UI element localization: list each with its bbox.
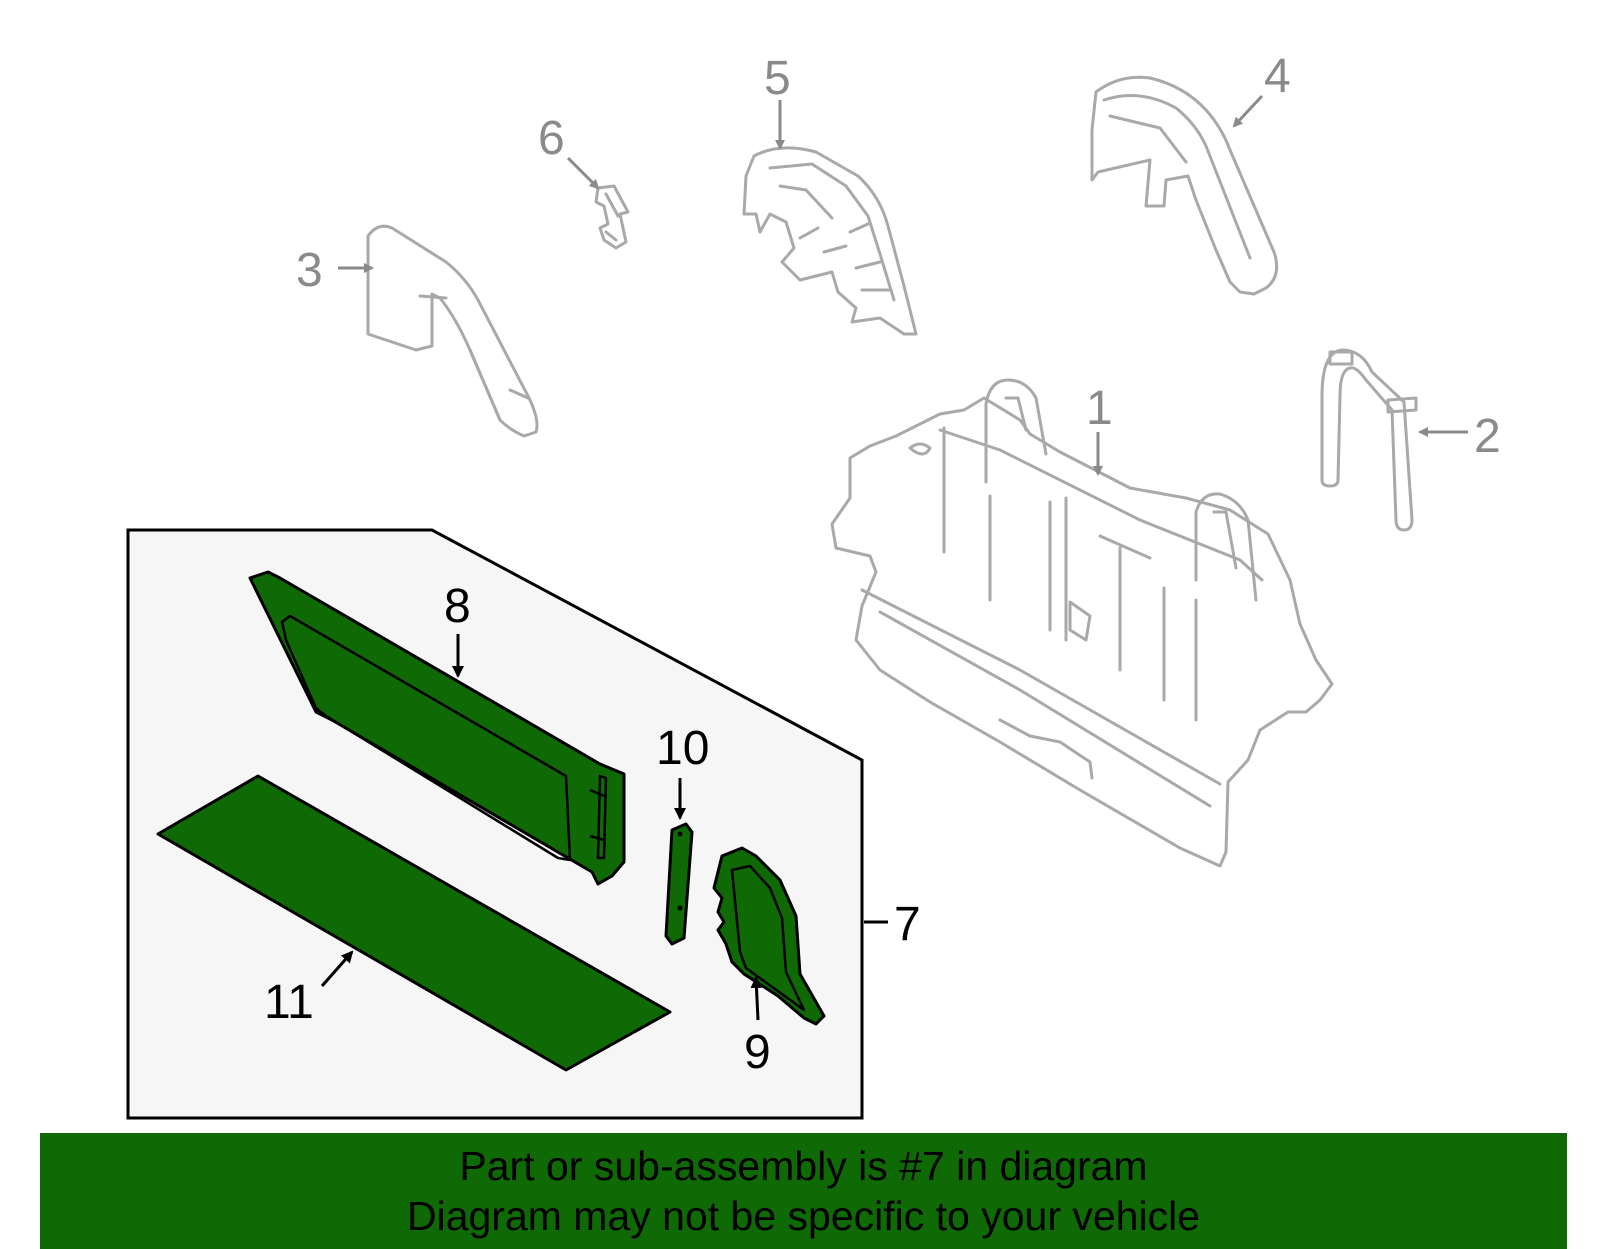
callout-4: 4 [1264,50,1291,103]
callout-5: 5 [764,52,791,105]
part-2-roll-hoop [1320,348,1418,532]
callout-10: 10 [656,722,709,775]
part-8-panel [248,570,626,886]
part-4-right-trim-panel [1090,75,1279,296]
part-10-strip [664,822,694,946]
callout-2: 2 [1474,410,1501,463]
footer-part-note: Part or sub-assembly is #7 in diagram [459,1143,1148,1189]
callout-6: 6 [538,112,565,165]
callout-8: 8 [444,580,471,633]
leader-lines [320,94,1468,1021]
footer-banner: Part or sub-assembly is #7 in diagram Di… [40,1133,1567,1249]
callout-1: 1 [1086,382,1113,435]
callout-numbers: 1 2 3 4 5 6 7 8 9 10 11 [264,50,1501,1079]
part-11-mat [156,774,672,1072]
callout-3: 3 [296,244,323,297]
footer-disclaimer: Diagram may not be specific to your vehi… [406,1193,1200,1239]
part-3-left-trim-panel [366,224,539,438]
part-1-rear-bulkhead [830,378,1334,868]
part-5-center-trim [742,146,918,336]
callout-9: 9 [744,1026,771,1079]
part-9-side-panel [712,846,826,1026]
callout-7: 7 [894,898,921,951]
part-6-bracket [594,184,630,250]
callout-11: 11 [264,976,314,1029]
